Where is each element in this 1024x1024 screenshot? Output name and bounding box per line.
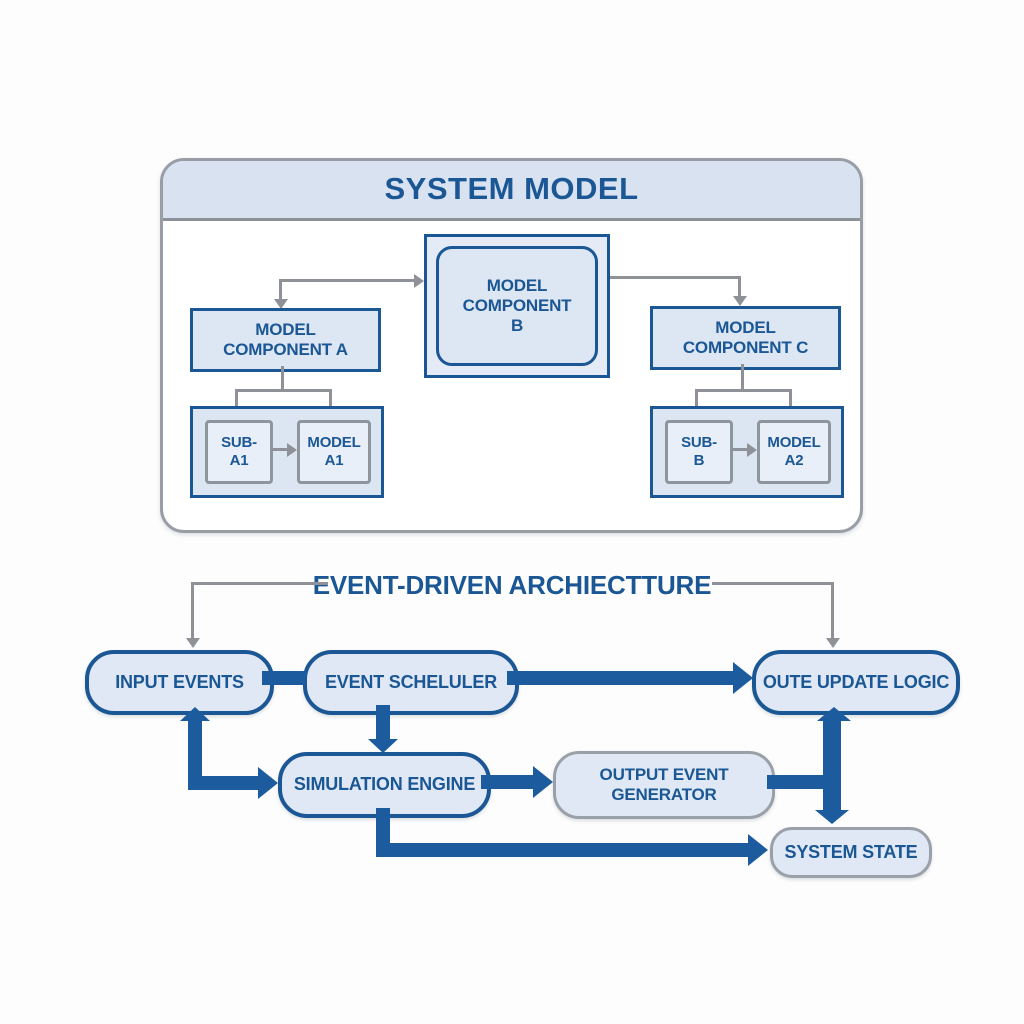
feedback-vertical-bar bbox=[188, 718, 202, 790]
sim-to-state-bar bbox=[376, 843, 750, 857]
scheduler-to-update-arrowhead bbox=[733, 662, 753, 694]
branch-c-split bbox=[695, 389, 792, 392]
input-events-node: INPUT EVENTS bbox=[85, 650, 274, 715]
branch-a-stem bbox=[281, 366, 284, 391]
branch-c-left-drop bbox=[695, 389, 698, 410]
scheduler-to-update-bar bbox=[507, 671, 735, 685]
sim-to-state-arrowhead bbox=[748, 834, 768, 866]
sim-to-generator-bar bbox=[481, 775, 535, 789]
model-component-a-box: MODEL COMPONENT A bbox=[190, 308, 381, 372]
model-component-b-box: MODEL COMPONENT B bbox=[424, 234, 610, 378]
title-right-arrowhead bbox=[826, 638, 840, 648]
update-state-vertical-bar bbox=[823, 718, 841, 812]
sub-b-to-model-a2-arrowhead bbox=[747, 443, 757, 457]
branch-a-split bbox=[235, 389, 332, 392]
generator-to-vertical-bar bbox=[767, 775, 825, 789]
connector-b-to-c-line bbox=[604, 276, 741, 279]
model-component-b-label: MODEL COMPONENT B bbox=[436, 246, 598, 366]
system-model-title: SYSTEM MODEL bbox=[384, 171, 639, 207]
connector-a-to-b-arrowhead bbox=[414, 274, 424, 288]
title-right-drop bbox=[831, 582, 834, 639]
sim-to-generator-arrowhead bbox=[533, 766, 553, 798]
branch-a-right-drop bbox=[329, 389, 332, 410]
sub-b-to-model-a2-line bbox=[731, 448, 749, 451]
to-input-events-arrowhead bbox=[180, 707, 210, 721]
output-event-generator-node: OUTPUT EVENT GENERATOR bbox=[553, 751, 775, 819]
model-a2-box: MODEL A2 bbox=[757, 420, 831, 484]
title-left-arrowhead bbox=[186, 638, 200, 648]
sub-container-c: SUB- B MODEL A2 bbox=[650, 406, 844, 498]
branch-c-stem bbox=[741, 364, 744, 391]
title-left-drop bbox=[191, 582, 194, 639]
connector-b-to-c-arrowhead bbox=[733, 296, 747, 306]
title-right-line bbox=[712, 582, 834, 585]
connector-a-to-b-line bbox=[279, 279, 416, 282]
sub-a1-box: SUB- A1 bbox=[205, 420, 273, 484]
to-system-state-down-arrowhead bbox=[815, 810, 849, 824]
branch-c-right-drop bbox=[789, 389, 792, 410]
branch-a-left-drop bbox=[235, 389, 238, 410]
title-left-line bbox=[191, 582, 328, 585]
system-model-header: SYSTEM MODEL bbox=[163, 161, 860, 221]
connector-down-to-a-arrowhead bbox=[274, 299, 288, 309]
to-simulation-engine-arrowhead bbox=[258, 767, 278, 799]
sub-container-a: SUB- A1 MODEL A1 bbox=[190, 406, 384, 498]
connector-down-to-a-line bbox=[279, 279, 282, 301]
sub-b-box: SUB- B bbox=[665, 420, 733, 484]
event-scheduler-node: EVENT SCHELULER bbox=[303, 650, 519, 715]
connector-b-to-c-drop bbox=[738, 276, 741, 297]
system-state-node: SYSTEM STATE bbox=[770, 827, 932, 878]
sub-a1-to-model-a1-line bbox=[271, 448, 289, 451]
input-to-scheduler-bar bbox=[262, 671, 307, 685]
state-update-logic-node: OUTE UPDATE LOGIC bbox=[752, 650, 960, 715]
model-a1-box: MODEL A1 bbox=[297, 420, 371, 484]
event-architecture-title: EVENT-DRIVEN ARCHIECTTURE bbox=[312, 570, 712, 600]
scheduler-down-arrowhead bbox=[368, 739, 398, 753]
sub-a1-to-model-a1-arrowhead bbox=[287, 443, 297, 457]
to-update-logic-arrowhead bbox=[817, 707, 851, 721]
scheduler-down-bar bbox=[376, 705, 390, 741]
model-component-c-box: MODEL COMPONENT C bbox=[650, 306, 841, 370]
feedback-horizontal-bar bbox=[188, 776, 260, 790]
